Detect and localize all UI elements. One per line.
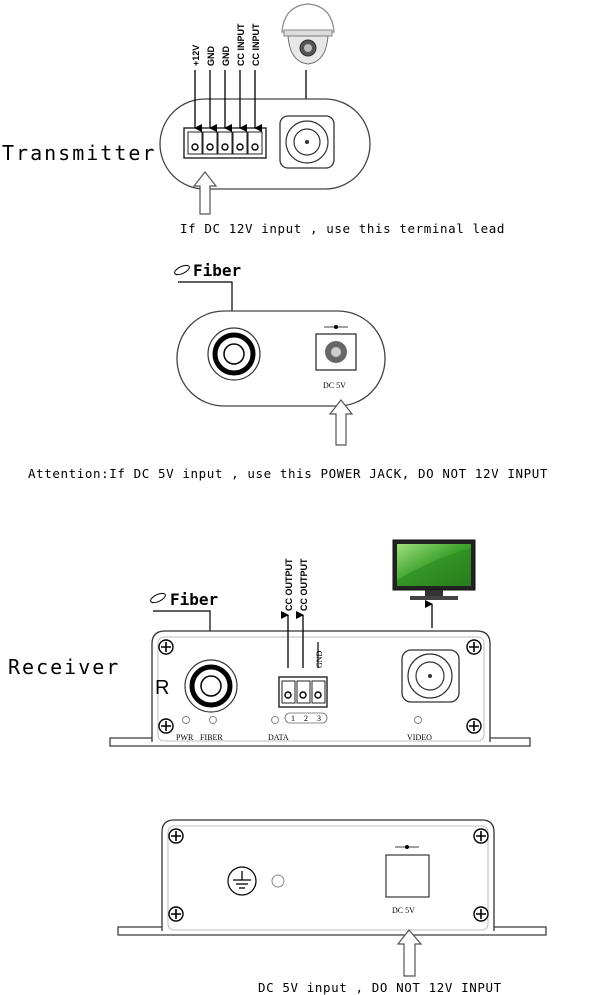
- ground-symbol-icon: [227, 866, 257, 896]
- receiver-back-screw-icons: [168, 828, 489, 922]
- terminal-label-gnd-2: GND: [221, 46, 231, 67]
- terminal-label-cc-input-2: CC INPUT: [251, 23, 261, 66]
- led-label-pwr: PWR: [176, 733, 194, 742]
- receiver-fiber-port-icon: [184, 659, 238, 713]
- receiver-back-up-arrow-icon: [396, 929, 423, 977]
- terminal-number-3: 3: [317, 714, 321, 723]
- transmitter-bnc-connector-icon: [279, 115, 335, 169]
- terminal-label-cc-input-1: CC INPUT: [236, 23, 246, 66]
- receiver-r-mark: R: [155, 677, 169, 699]
- receiver-fiber-icon: [150, 592, 166, 604]
- terminal-number-1: 1: [291, 714, 295, 723]
- led-label-video: VIDEO: [407, 733, 432, 742]
- fiber-icon: [174, 264, 190, 276]
- cc-output-label-2: CC OUTPUT: [299, 558, 309, 611]
- optical-up-arrow-icon: [328, 399, 354, 446]
- receiver-bnc-connector-icon: [401, 649, 460, 703]
- receiver-back-power-jack-icon: [385, 845, 430, 898]
- monitor-icon: [392, 539, 476, 628]
- receiver-screw-icons: [158, 639, 482, 734]
- cc-output-label-1: CC OUTPUT: [284, 558, 294, 611]
- transmitter-note: If DC 12V input , use this terminal lead: [180, 221, 505, 236]
- gnd-label: GND: [315, 650, 324, 668]
- transmitter-terminal-wires: [194, 70, 262, 132]
- optical-fiber-port-icon: [207, 327, 261, 381]
- receiver-led-icons: [182, 716, 422, 724]
- led-label-data: DATA: [268, 733, 289, 742]
- transmitter-terminal-block: [183, 127, 267, 159]
- back-led-icon: [271, 874, 285, 888]
- receiver-back-chassis: [117, 819, 547, 936]
- optical-dc-label: DC 5V: [323, 381, 346, 390]
- terminal-label-12v: +12V: [191, 45, 201, 66]
- optical-fiber-label: Fiber: [193, 261, 241, 280]
- receiver-back-note: DC 5V input , DO NOT 12V INPUT: [258, 980, 502, 995]
- transmitter-up-arrow-icon: [192, 171, 218, 215]
- terminal-number-2: 2: [304, 714, 308, 723]
- receiver-back-dc-label: DC 5V: [392, 906, 415, 915]
- receiver-terminal-block: [278, 676, 328, 724]
- dome-camera-icon: [281, 3, 335, 112]
- led-label-fiber: FIBER: [200, 733, 223, 742]
- terminal-label-gnd-1: GND: [206, 46, 216, 67]
- receiver-fiber-label: Fiber: [170, 590, 218, 609]
- transmitter-title: Transmitter: [2, 141, 156, 165]
- receiver-title: Receiver: [8, 655, 120, 679]
- optical-note: Attention:If DC 5V input , use this POWE…: [28, 466, 548, 481]
- optical-power-jack-icon: [315, 325, 357, 371]
